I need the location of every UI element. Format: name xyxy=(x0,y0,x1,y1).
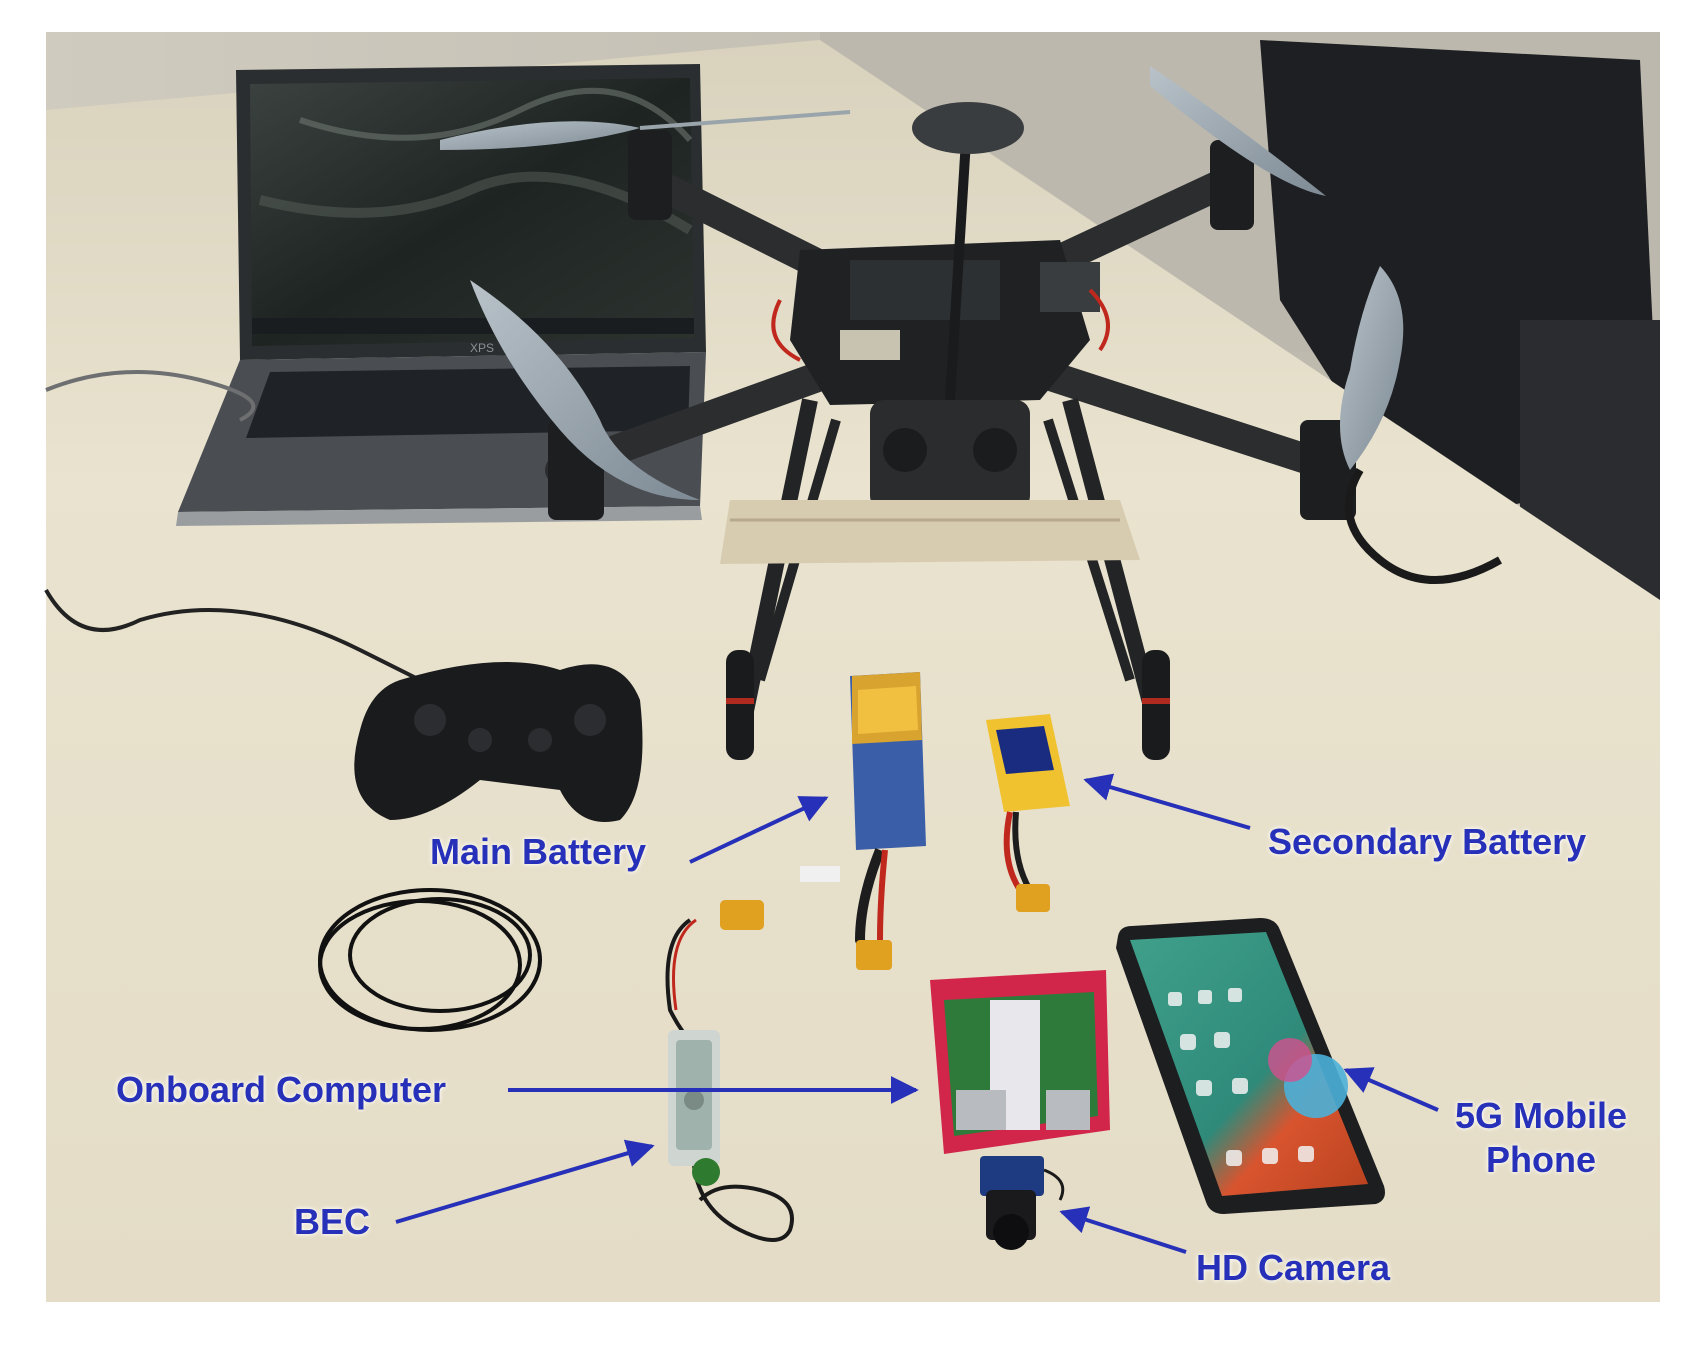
laptop-keyboard xyxy=(246,366,690,438)
hd-camera xyxy=(980,1156,1065,1250)
propeller-front-right xyxy=(1150,66,1326,196)
onboard-computer-raspberry-pi xyxy=(930,970,1110,1154)
label-hd-camera: HD Camera xyxy=(1196,1247,1391,1288)
label-5g-mobile-phone-line2: Phone xyxy=(1485,1139,1596,1180)
arrow-5g-mobile-phone xyxy=(1343,1067,1439,1112)
controller-cable xyxy=(44,589,421,682)
5g-mobile-phone xyxy=(1116,918,1385,1214)
propeller-rear-right xyxy=(1340,266,1404,470)
phone-screen xyxy=(1130,932,1368,1196)
usb-cable xyxy=(45,370,256,422)
coiled-usb-cable xyxy=(318,888,542,1032)
arrow-bec xyxy=(395,1139,655,1224)
label-bec: BEC xyxy=(294,1201,371,1242)
arrow-secondary-battery xyxy=(1083,773,1251,830)
arrow-hd-camera xyxy=(1059,1206,1187,1254)
propeller-rear-left xyxy=(470,280,700,500)
propeller-front-left xyxy=(440,121,640,150)
annotation-arrows xyxy=(395,773,1439,1254)
laptop-screen xyxy=(250,78,694,346)
laptop-brand-text: XPS xyxy=(470,341,494,355)
quadcopter-drone xyxy=(440,66,1502,760)
label-secondary-battery: Secondary Battery xyxy=(1268,821,1587,862)
game-controller xyxy=(354,662,643,822)
secondary-battery xyxy=(986,714,1070,912)
main-battery xyxy=(800,672,926,970)
wooden-mount-plate xyxy=(720,500,1140,564)
label-5g-mobile-phone: 5G Mobile Phone xyxy=(1436,1094,1646,1182)
bec-module xyxy=(665,900,794,1242)
xt60-connector xyxy=(856,940,892,970)
label-main-battery: Main Battery xyxy=(430,831,647,872)
arrow-main-battery xyxy=(689,796,829,864)
label-onboard-computer: Onboard Computer xyxy=(116,1069,446,1110)
label-5g-mobile-phone-line1: 5G Mobile xyxy=(1454,1095,1628,1136)
